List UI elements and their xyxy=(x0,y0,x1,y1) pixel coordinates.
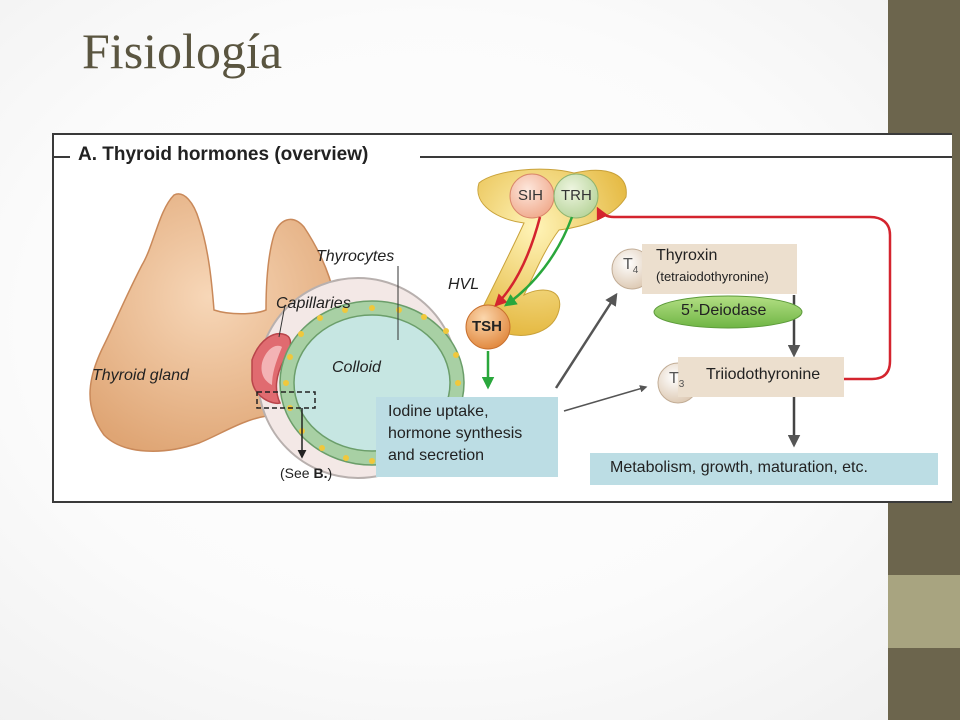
deiodase-label: 5’-Deiodase xyxy=(681,302,767,319)
sih-label: SIH xyxy=(518,187,544,204)
tsh-label: TSH xyxy=(472,318,502,335)
t3-label: T3 xyxy=(669,370,685,391)
triiodothyronine-box xyxy=(678,357,844,397)
trh-stimulate-arrow xyxy=(503,216,574,307)
tsh-node xyxy=(465,304,511,350)
trh-node xyxy=(553,173,599,219)
thyroxin-box xyxy=(642,244,797,294)
iodine-line-1: Iodine uptake, xyxy=(388,403,489,420)
figure-heading: A. Thyroid hormones (overview) xyxy=(78,144,369,165)
metabolism-label: Metabolism, growth, maturation, etc. xyxy=(610,459,868,476)
iodine-box xyxy=(376,397,558,477)
slide-title: Fisiología xyxy=(82,23,283,79)
thyroid-figure: A. Thyroid hormones (overview) Thyroid g… xyxy=(52,133,952,503)
metabolism-box xyxy=(590,453,938,485)
iodine-line-3: and secretion xyxy=(388,447,485,464)
thyroxin-label: Thyroxin xyxy=(656,247,718,264)
colloid-label: Colloid xyxy=(332,359,381,376)
tetraiodo-label: (tetraiodothyronine) xyxy=(656,269,769,284)
trh-label: TRH xyxy=(561,187,592,204)
hvl-label: HVL xyxy=(448,276,480,293)
side-bar-bottom xyxy=(888,648,960,720)
deiodase-pill xyxy=(653,295,803,329)
thyrocytes-label: Thyrocytes xyxy=(316,248,395,265)
iodine-line-2: hormone synthesis xyxy=(388,425,523,442)
side-bar-mid xyxy=(888,575,960,648)
thyroid-gland-label: Thyroid gland xyxy=(92,367,189,384)
feedback-inhibit-arrow xyxy=(596,206,892,381)
capillaries-label: Capillaries xyxy=(276,295,351,312)
t4-label: T4 xyxy=(623,256,639,277)
arrow-to-t4 xyxy=(554,292,618,389)
see-b-label: (See B.) xyxy=(280,465,333,481)
diagram-graphics xyxy=(54,156,952,479)
sih-inhibit-arrow xyxy=(494,216,542,307)
see-b-dashed-box xyxy=(256,391,316,409)
triiodo-label: Triiodothyronine xyxy=(706,366,821,383)
arrow-to-t3 xyxy=(563,385,648,412)
